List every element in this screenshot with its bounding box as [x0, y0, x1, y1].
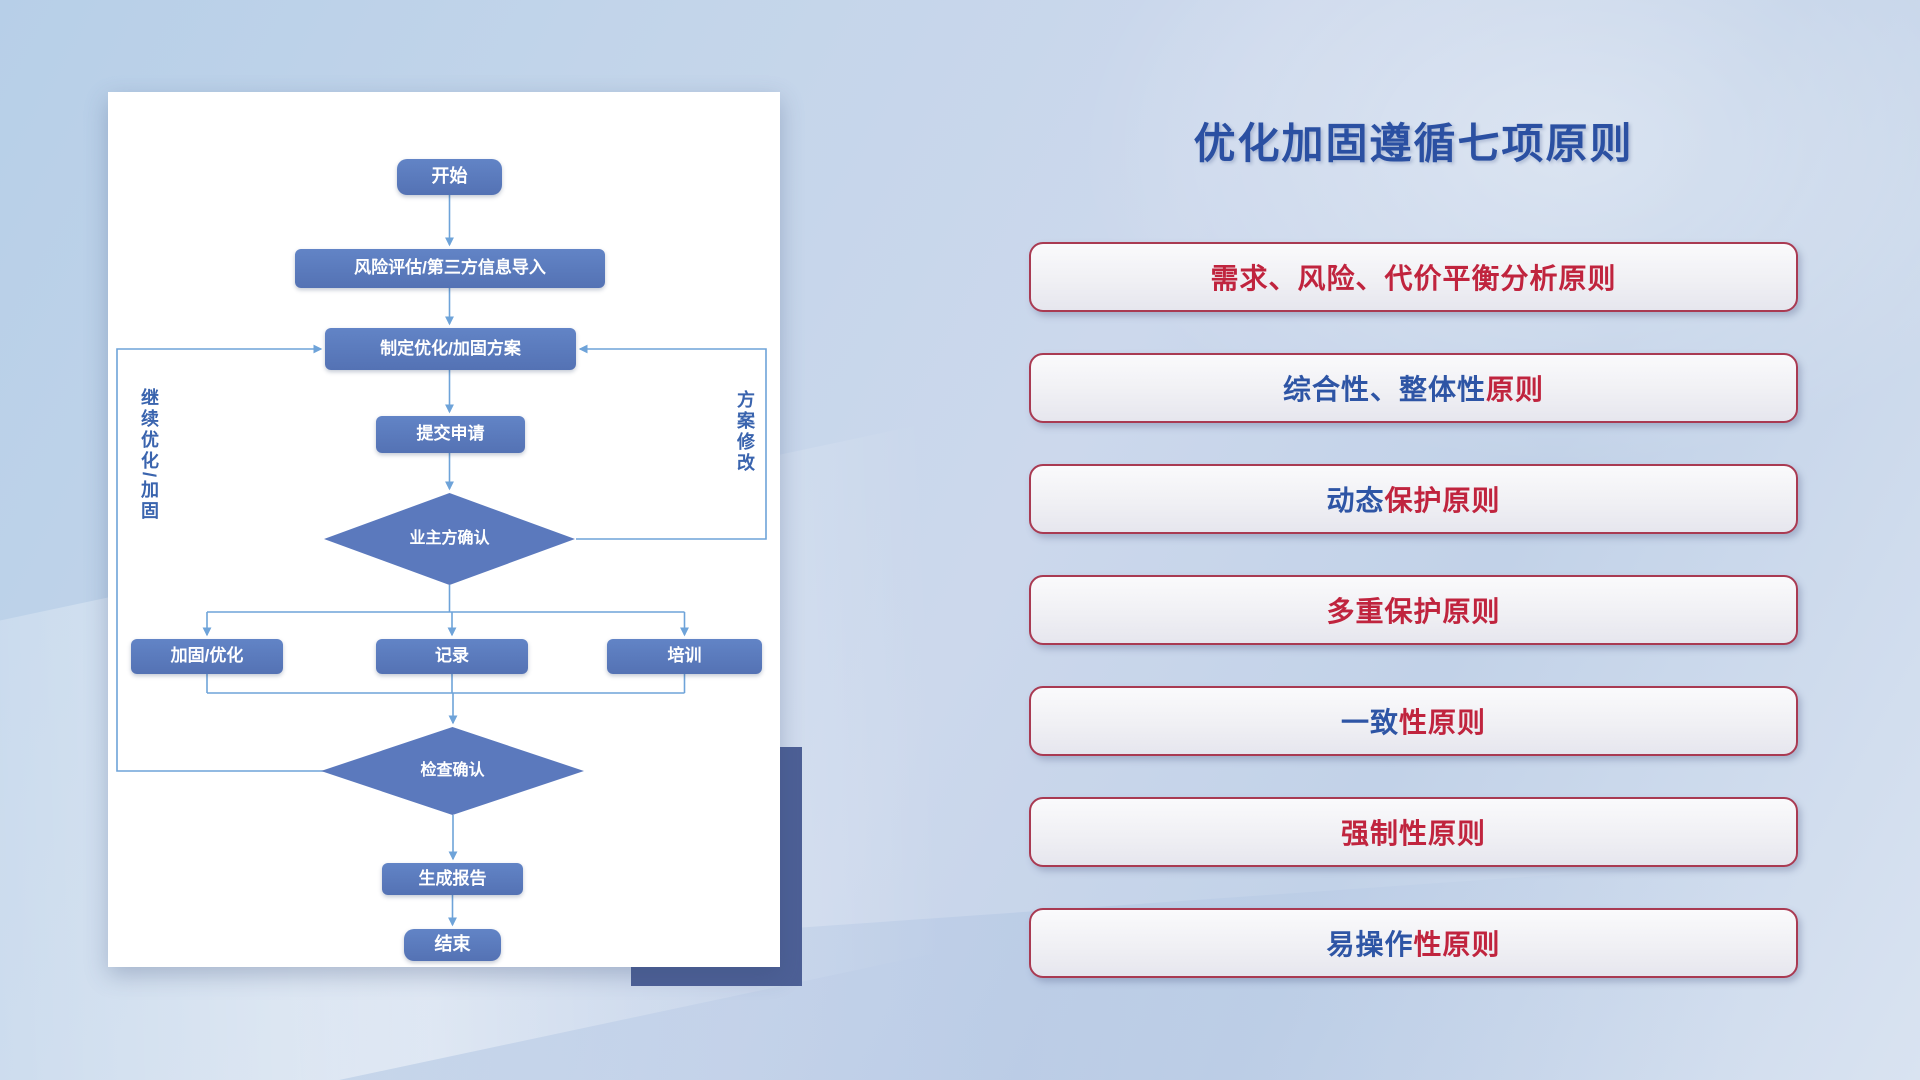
principle-pill: 多重保护原则 — [1029, 575, 1798, 645]
flowchart-card: 开始 风险评估/第三方信息导入 制定优化/加固方案 提交申请 业主方确认 加固/… — [108, 92, 780, 967]
flow-node-start: 开始 — [397, 159, 502, 195]
principle-pill: 动态保护原则 — [1029, 464, 1798, 534]
flow-node-reinforce: 加固/优化 — [131, 639, 283, 674]
principle-text: 易操作 — [1326, 929, 1414, 960]
flow-node-training: 培训 — [607, 639, 762, 674]
principle-pill: 需求、风险、代价平衡分析原则 — [1029, 242, 1798, 312]
principle-text: 一致 — [1340, 707, 1399, 738]
principle-text: 保护原则 — [1384, 485, 1501, 516]
principle-pill: 综合性、整体性原则 — [1029, 353, 1798, 423]
principle-text: 多重保护原则 — [1326, 596, 1501, 627]
slide-title: 优化加固遵循七项原则 — [1193, 120, 1634, 167]
flow-node-record: 记录 — [376, 639, 528, 674]
loop-label-continue-optimize: 继续优化/加固 — [139, 388, 159, 523]
principle-text: 性原则 — [1413, 929, 1501, 960]
flow-node-end: 结束 — [404, 929, 501, 961]
principle-text: 综合性、整体性 — [1282, 374, 1486, 405]
principle-text: 需求、风险、代价平衡分析原则 — [1210, 263, 1617, 294]
principle-text: 性原则 — [1399, 707, 1487, 738]
principle-pill: 强制性原则 — [1029, 797, 1798, 867]
principle-text: 动态 — [1326, 485, 1385, 516]
principle-pill: 易操作性原则 — [1029, 908, 1798, 978]
principle-text: 强制性原则 — [1340, 818, 1486, 849]
principles-list: 需求、风险、代价平衡分析原则 综合性、整体性原则 动态保护原则 多重保护原则 一… — [1029, 242, 1798, 978]
principle-text: 原则 — [1486, 374, 1545, 405]
loop-label-plan-revise: 方案修改 — [735, 390, 755, 474]
flow-node-make-plan: 制定优化/加固方案 — [325, 328, 576, 370]
flow-node-risk-import: 风险评估/第三方信息导入 — [295, 249, 605, 288]
principle-pill: 一致性原则 — [1029, 686, 1798, 756]
flow-node-report: 生成报告 — [382, 863, 523, 895]
flow-node-submit: 提交申请 — [376, 416, 525, 453]
